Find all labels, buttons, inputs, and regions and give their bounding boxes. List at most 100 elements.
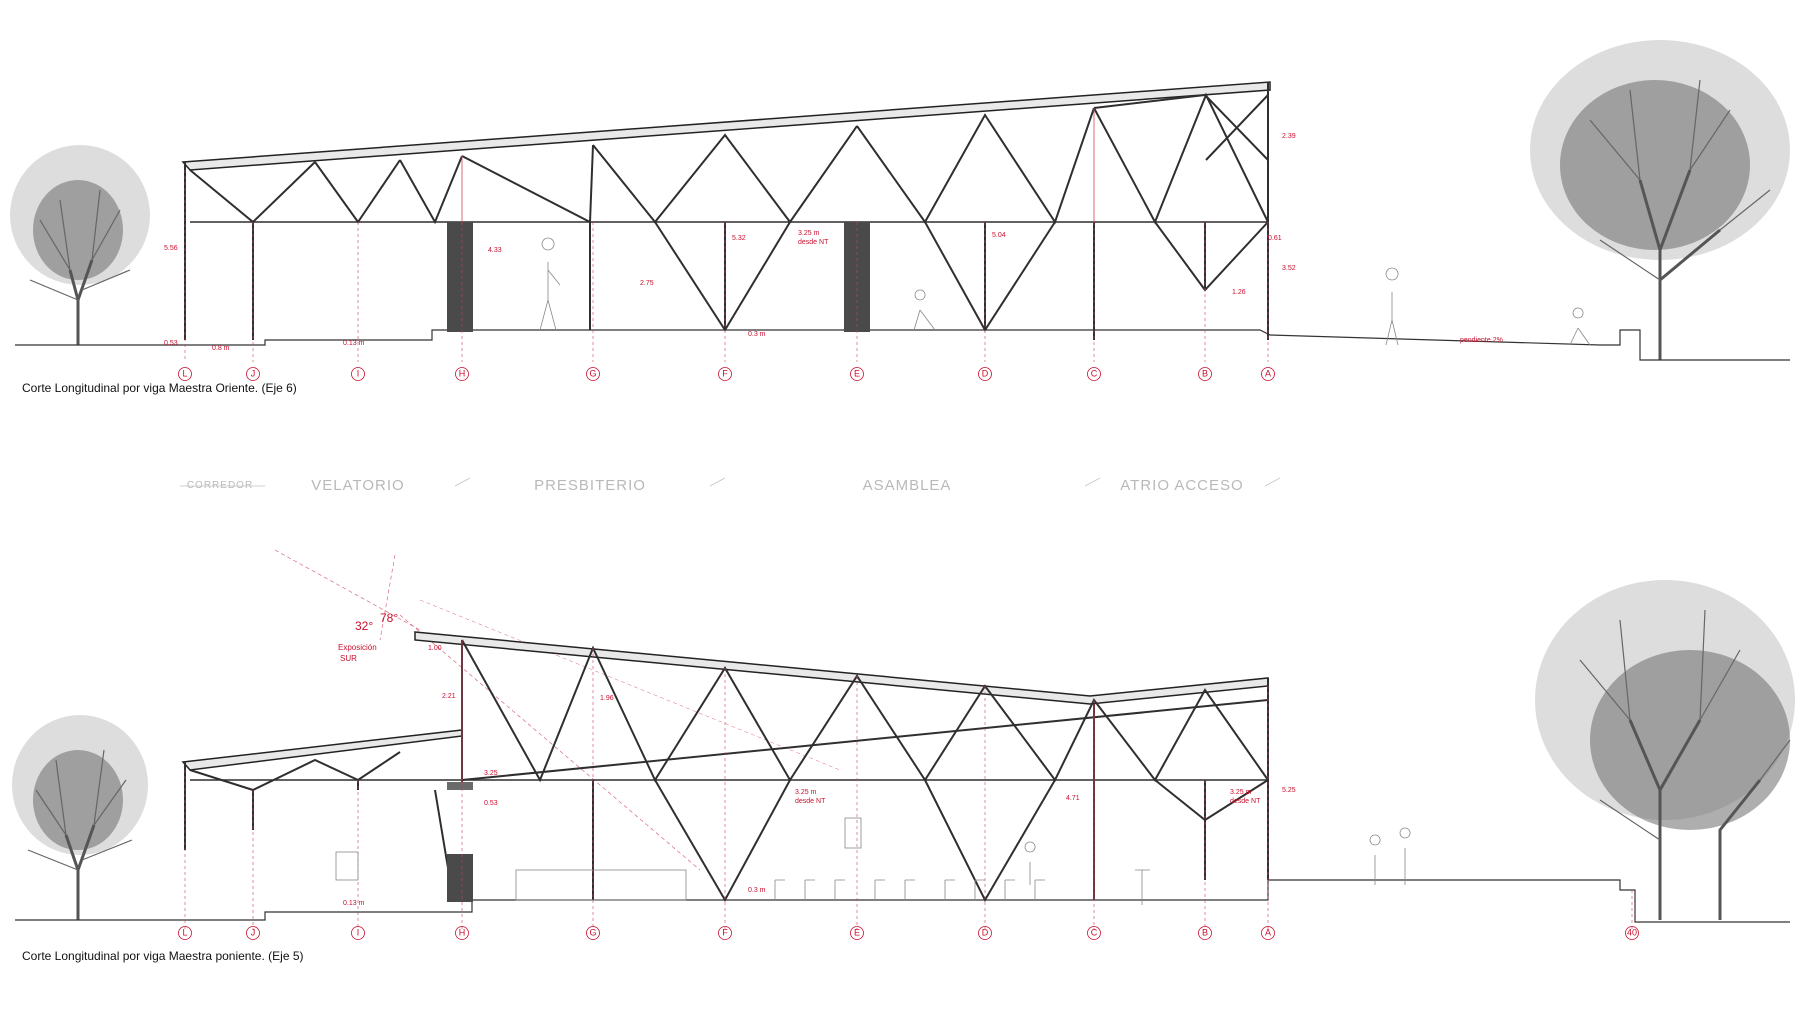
axis-marker-extra: 40 [1625,926,1639,940]
dim-bot-10: 4.71 [1066,795,1080,802]
axis-bubble-top-d [978,367,992,381]
axis-label-bottom-j: J [251,927,256,937]
zone-presbiterio: PRESBITERIO [534,477,646,494]
dim-top-2: 0.53 [164,340,178,347]
axis-bubble-top-f [718,367,732,381]
dim-top-9: desde NT [798,239,829,246]
axis-bubble-top-h [455,367,469,381]
dim-bot-11: 3.25 m [1230,789,1252,796]
dim-bot-5: 1.96 [600,695,614,702]
slope-label: pendiente 2% [1460,337,1503,344]
dim-bot-6: 3.25 m [795,789,817,796]
axis-label-top-h: H [459,368,466,378]
axis-label-extra: 40 [1627,927,1637,937]
right-tree-bottom [1535,580,1795,920]
zone-asamblea: ASAMBLEA [863,477,952,494]
dim-bot-12: desde NT [1230,798,1261,805]
wall-cap-bottom [447,782,473,790]
red-axis-lines-bottom [184,640,1633,930]
truss-top [184,82,1269,340]
axis-bubble-bottom-g [586,926,600,940]
dim-bot-13: 5.25 [1282,787,1296,794]
axis-bubble-top-i [351,367,365,381]
axis-bubble-bottom-h [455,926,469,940]
axis-bubble-top-g [586,367,600,381]
axis-label-bottom-b: B [1202,927,1208,937]
dim-bot-7: desde NT [795,798,826,805]
axis-label-bottom-l: L [182,927,187,937]
axis-label-bottom-d: D [982,927,989,937]
axis-bubble-top-c [1087,367,1101,381]
zone-corredor: CORREDOR [187,480,253,491]
red-axis-lines-top [184,108,1269,362]
left-tree-bottom [12,715,148,920]
axis-label-bottom-i: I [357,927,360,937]
angle-32: 32° [355,619,373,633]
axis-label-top-d: D [982,368,989,378]
axis-bubble-bottom-e [850,926,864,940]
dim-top-5: 4.33 [488,247,502,254]
zone-dividers [180,477,1281,487]
axis-bubble-bottom-j [246,926,260,940]
dim-top-1: 5.56 [164,245,178,252]
axis-label-bottom-a: A [1265,927,1271,937]
dim-top-15: 1.26 [1232,289,1246,296]
axis-label-bottom-c: C [1091,927,1098,937]
axis-label-top-f: F [722,368,728,378]
human-figures-top [539,237,1591,346]
dim-bot-4: 0.53 [484,800,498,807]
dim-bot-8: 0.3 m [748,887,766,894]
axis-label-bottom-e: E [854,927,860,937]
dim-top-10: 0.3 m [748,331,766,338]
axis-label-bottom-g: G [589,927,596,937]
axis-label-top-e: E [854,368,860,378]
dim-top-12: 2.39 [1282,133,1296,140]
axis-label-bottom-f: F [722,927,728,937]
axis-bubble-top-j [246,367,260,381]
zone-velatorio: VELATORIO [311,477,404,494]
dim-top-13: 0.61 [1268,235,1282,242]
dim-bot-2: 2.21 [442,693,456,700]
axis-bubble-bottom-c [1087,926,1101,940]
right-tree-top [1530,40,1790,360]
axis-bubble-bottom-d [978,926,992,940]
axis-label-bottom-h: H [459,927,466,937]
axis-label-top-c: C [1091,368,1098,378]
solar-angle-lines [274,549,841,871]
top-section: pendiente 2% [10,40,1790,395]
exposure-line1: Exposición [338,643,377,652]
dim-bot-1: 1.00 [428,645,442,652]
axis-label-top-l: L [182,368,187,378]
axis-label-top-i: I [357,368,360,378]
dim-top-4: 0.13 m [343,340,365,347]
dim-bot-9: 0.13 m [343,900,365,907]
axis-bubble-top-b [1198,367,1212,381]
axis-bubble-bottom-i [351,926,365,940]
dim-bot-3: 3.25 [484,770,498,777]
exposure-line2: SUR [340,654,357,663]
axis-bubble-top-l [178,367,192,381]
truss-bottom [184,639,1269,903]
left-tree-top [10,145,150,345]
zone-atrio: ATRIO ACCESO [1120,477,1243,494]
axis-bubble-bottom-b [1198,926,1212,940]
axis-bubble-top-e [850,367,864,381]
axis-label-top-a: A [1265,368,1271,378]
dim-top-14: 3.52 [1282,265,1296,272]
dim-top-6: 2.75 [640,280,654,287]
caption-bottom: Corte Longitudinal por viga Maestra poni… [22,949,304,963]
ground-line-top [15,329,1790,361]
roof-top [181,81,1271,171]
zone-labels: CORREDOR VELATORIO PRESBITERIO ASAMBLEA … [180,477,1281,494]
angle-78: 78° [380,611,398,625]
roof-upper-bottom [414,631,1269,705]
ground-line-bottom [15,879,1790,923]
wall-h-bottom [447,854,473,902]
dim-top-11: 5.04 [992,232,1006,239]
axis-label-top-g: G [589,368,596,378]
axis-label-top-b: B [1202,368,1208,378]
axis-bubble-top-a [1261,367,1275,381]
